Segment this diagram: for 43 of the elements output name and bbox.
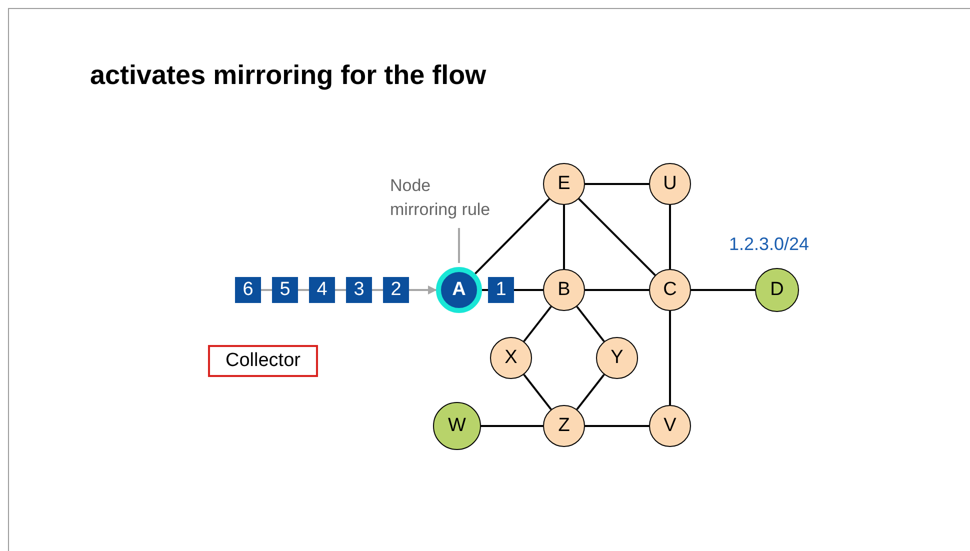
link-line: [372, 289, 383, 291]
router-node: Z: [543, 405, 585, 447]
link-line: [585, 425, 649, 427]
packet-box: 2: [383, 277, 409, 303]
packet-box: 4: [309, 277, 335, 303]
link-line: [514, 289, 543, 291]
router-node: Y: [596, 337, 638, 379]
link-line: [474, 198, 550, 274]
packet-box: 5: [272, 277, 298, 303]
link-line: [576, 374, 605, 410]
endpoint-node: D: [755, 268, 799, 312]
collector-box: Collector: [208, 345, 318, 377]
link-line: [576, 306, 605, 342]
link-line: [669, 205, 671, 269]
link-line: [335, 289, 346, 291]
router-node: E: [543, 163, 585, 205]
packet-box: 3: [346, 277, 372, 303]
endpoint-node: W: [433, 402, 481, 450]
title: activates mirroring for the flow: [90, 60, 486, 91]
arrow: [409, 286, 437, 294]
link-line: [578, 198, 656, 276]
annotation-text: Node mirroring rule: [390, 172, 498, 224]
link-line: [482, 289, 488, 291]
packet-box: 1: [488, 277, 514, 303]
link-line: [585, 183, 649, 185]
router-node: V: [649, 405, 691, 447]
link-line: [523, 374, 552, 410]
link-line: [481, 425, 543, 427]
link-line: [585, 289, 649, 291]
leader-line: [458, 228, 460, 263]
link-line: [523, 306, 552, 342]
packet-box: 6: [235, 277, 261, 303]
link-line: [261, 289, 272, 291]
router-node: U: [649, 163, 691, 205]
highlighted-router-node: A: [436, 267, 482, 313]
router-node: C: [649, 269, 691, 311]
link-line: [563, 205, 565, 269]
link-line: [669, 311, 671, 405]
router-node: B: [543, 269, 585, 311]
subnet-label: 1.2.3.0/24: [729, 234, 810, 255]
link-line: [298, 289, 309, 291]
router-node: X: [490, 337, 532, 379]
link-line: [691, 289, 755, 291]
